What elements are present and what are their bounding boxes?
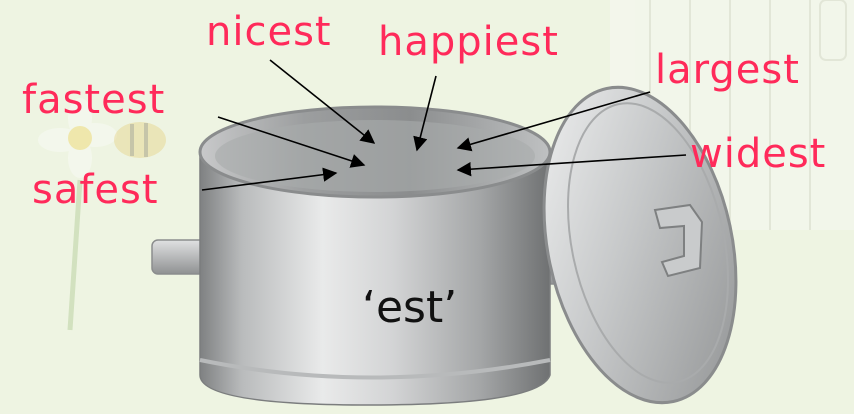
pot-label: ‘est’ — [362, 286, 457, 330]
word-nicest: nicest — [206, 12, 332, 52]
bee-icon — [114, 122, 166, 158]
word-widest: widest — [690, 134, 826, 174]
daisy-icon — [38, 98, 117, 330]
cooking-pot — [152, 107, 576, 405]
word-safest: safest — [32, 170, 159, 210]
word-happiest: happiest — [378, 22, 559, 62]
word-fastest: fastest — [22, 80, 165, 120]
word-largest: largest — [655, 50, 800, 90]
